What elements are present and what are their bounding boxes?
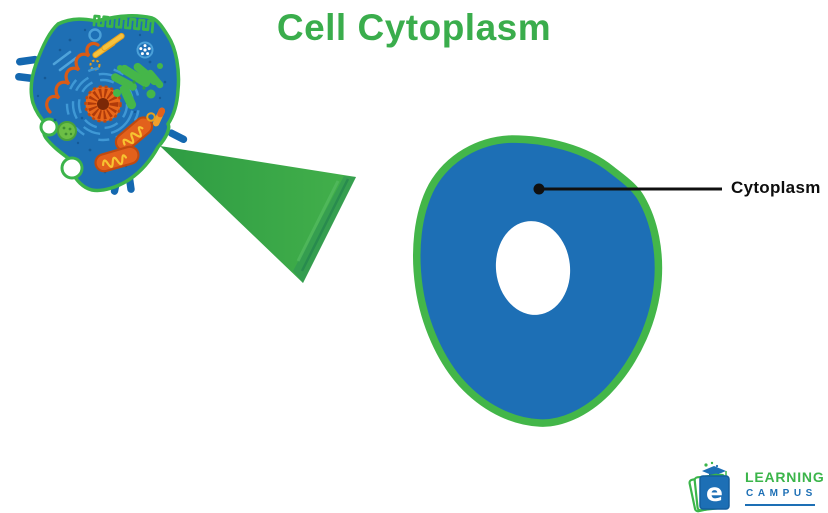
zoom-beam [160, 146, 356, 283]
page-title: Cell Cytoplasm [276, 7, 552, 48]
cytoskeleton-filaments [52, 50, 78, 72]
label-pointer-line [533, 183, 722, 195]
cytoplasm-diagram [413, 135, 722, 427]
nucleus [84, 85, 122, 123]
vesicle-spotted [136, 41, 154, 59]
vesicle-blue [88, 28, 102, 42]
logo-letter: e [706, 478, 723, 507]
logo-text-learning: LEARNING [745, 469, 825, 485]
elearning-campus-logo-icon: e [688, 461, 730, 513]
logo-text-campus: CAMPUS [746, 488, 817, 499]
rough-er [45, 41, 100, 114]
animal-cell-illustration [15, 14, 188, 195]
small-ring [146, 112, 156, 122]
big-cell-nucleus [495, 221, 571, 315]
centrioles [92, 32, 125, 59]
cilia [92, 14, 155, 34]
book-pages-icon: e [688, 473, 730, 513]
secretory-rod [152, 107, 166, 127]
lysosome [57, 121, 77, 141]
mitochondrion-2 [94, 145, 140, 173]
cytoplasm-label: Cytoplasm [731, 178, 821, 197]
golgi-apparatus [111, 62, 164, 110]
logo-underline [745, 504, 815, 506]
